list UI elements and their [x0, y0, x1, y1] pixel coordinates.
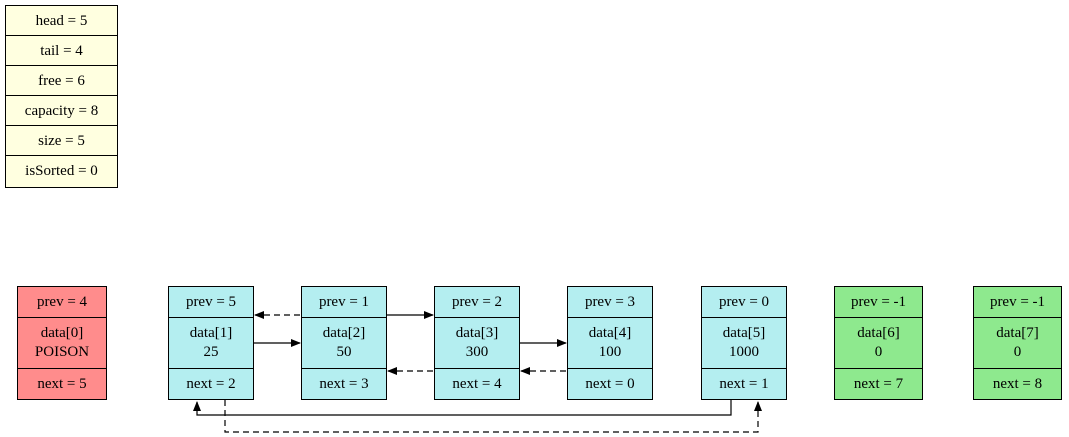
node-2-prev: prev = 1: [302, 287, 386, 318]
node-0: prev = 4 data[0] POISON next = 5: [17, 286, 107, 400]
info-size: size = 5: [6, 126, 117, 156]
node-4: prev = 3 data[4] 100 next = 0: [567, 286, 653, 400]
node-6-data-label: data[6]: [857, 325, 900, 341]
node-2-data-label: data[2]: [322, 325, 366, 341]
node-7-data-label: data[7]: [996, 325, 1039, 341]
node-6-next: next = 7: [853, 375, 904, 392]
node-7-data-value: 0: [1013, 344, 1022, 360]
node-1-data: data[1] 25: [169, 318, 253, 369]
node-4-data-value: 100: [598, 344, 622, 360]
node-4-prev: prev = 3: [568, 287, 652, 318]
node-7-next: next = 8: [992, 375, 1043, 392]
node-3-data-value: 300: [465, 344, 489, 360]
info-tail: tail = 4: [6, 36, 117, 66]
node-1-next: next = 2: [186, 375, 236, 392]
node-1-prev: prev = 5: [169, 287, 253, 318]
node-6-prev: prev = -1: [835, 287, 922, 318]
node-3-data-label: data[3]: [455, 325, 499, 341]
node-2: prev = 1 data[2] 50 next = 3: [301, 286, 387, 400]
node-2-data: data[2] 50: [302, 318, 386, 369]
node-7-data: data[7] 0: [974, 318, 1061, 369]
node-1-data-value: 25: [203, 344, 219, 360]
next-edge-5-1: [193, 400, 732, 416]
list-info-table: head = 5 tail = 4 free = 6 capacity = 8 …: [5, 5, 118, 188]
node-3: prev = 2 data[3] 300 next = 4: [434, 286, 520, 400]
node-5: prev = 0 data[5] 1000 next = 1: [701, 286, 787, 400]
node-6-data-value: 0: [874, 344, 883, 360]
node-5-data-label: data[5]: [722, 325, 766, 341]
info-capacity: capacity = 8: [6, 96, 117, 126]
node-3-data: data[3] 300: [435, 318, 519, 369]
info-free: free = 6: [6, 66, 117, 96]
node-6-data: data[6] 0: [835, 318, 922, 369]
node-4-data-label: data[4]: [588, 325, 632, 341]
node-7: prev = -1 data[7] 0 next = 8: [973, 286, 1062, 400]
node-0-data-value: POISON: [34, 344, 90, 360]
node-5-next: next = 1: [719, 375, 769, 392]
node-4-data: data[4] 100: [568, 318, 652, 369]
node-0-data-label: data[0]: [40, 325, 84, 341]
info-head: head = 5: [6, 6, 117, 36]
node-0-prev: prev = 4: [18, 287, 106, 318]
node-2-next: next = 3: [319, 375, 369, 392]
prev-edge-1-5: [224, 400, 762, 433]
node-4-next: next = 0: [585, 375, 635, 392]
node-1: prev = 5 data[1] 25 next = 2: [168, 286, 254, 400]
node-7-prev: prev = -1: [974, 287, 1061, 318]
node-6: prev = -1 data[6] 0 next = 7: [834, 286, 923, 400]
node-0-data: data[0] POISON: [18, 318, 106, 369]
node-3-prev: prev = 2: [435, 287, 519, 318]
node-5-data-value: 1000: [729, 344, 759, 360]
node-2-data-value: 50: [336, 344, 352, 360]
node-0-next: next = 5: [37, 375, 87, 392]
node-3-next: next = 4: [452, 375, 502, 392]
node-5-data: data[5] 1000: [702, 318, 786, 369]
node-5-prev: prev = 0: [702, 287, 786, 318]
info-is-sorted: isSorted = 0: [25, 163, 98, 179]
node-1-data-label: data[1]: [189, 325, 233, 341]
